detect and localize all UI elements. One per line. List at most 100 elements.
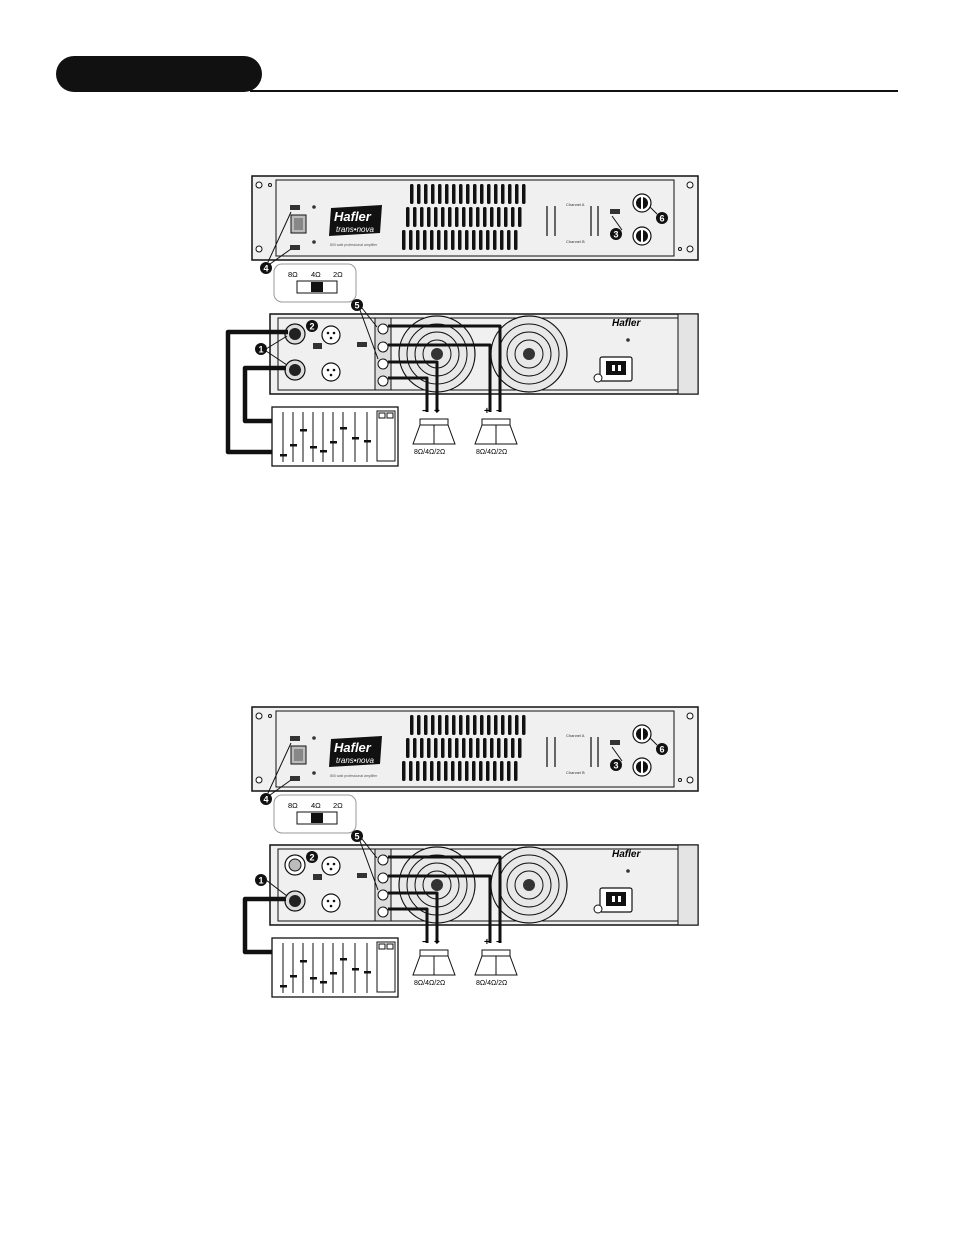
- vent-slot: [508, 715, 512, 735]
- callout-3: 3: [610, 759, 622, 771]
- rear-brand: Hafler: [612, 318, 641, 329]
- channel-b-label: Channel B: [566, 770, 585, 775]
- vent-slot: [455, 207, 459, 227]
- gain-knob-b: [632, 757, 652, 777]
- input-cables: [242, 896, 286, 955]
- xlr-input-a: [284, 323, 306, 345]
- vent-slot: [413, 738, 417, 758]
- vent-slot: [493, 230, 497, 250]
- rear-brand: Hafler: [612, 849, 641, 860]
- vent-slot: [424, 184, 428, 204]
- vent-slot: [416, 761, 420, 781]
- vent-slot: [480, 715, 484, 735]
- vent-slot: [511, 207, 515, 227]
- vent-slot: [430, 230, 434, 250]
- rear-panel: Hafler: [269, 844, 699, 926]
- vent-slot: [410, 715, 414, 735]
- svg-text:4: 4: [263, 795, 268, 805]
- mixing-console: [271, 406, 399, 467]
- vent-slot: [441, 207, 445, 227]
- vent-slot: [434, 738, 438, 758]
- vent-slot: [518, 207, 522, 227]
- rear-panel: Hafler: [269, 313, 699, 395]
- vent-slot: [501, 715, 505, 735]
- vent-slot: [445, 715, 449, 735]
- vent-slot: [469, 207, 473, 227]
- vent-slot: [511, 738, 515, 758]
- ground-screw: [593, 373, 603, 383]
- input-cables: [225, 329, 288, 455]
- svg-text:5: 5: [354, 301, 359, 311]
- led-clip-a: [290, 736, 300, 741]
- impedance-8-ohm: 8Ω: [288, 270, 298, 279]
- speaker-left: 8Ω/4Ω/2Ω: [412, 418, 456, 456]
- vent-slot: [501, 184, 505, 204]
- front-panel: Hafler trans•nova 800 watt professional …: [251, 175, 699, 261]
- vent-slot: [416, 230, 420, 250]
- vent-slot: [522, 715, 526, 735]
- vent-slot: [514, 230, 518, 250]
- ground-screw: [593, 904, 603, 914]
- wiring-figure-1: Hafler trans•nova 800 watt professional …: [215, 170, 715, 470]
- cooling-fan-right: [490, 846, 568, 924]
- rack-ear-holes: [255, 181, 694, 253]
- vent-slot: [458, 230, 462, 250]
- speaker-right: 8Ω/4Ω/2Ω: [474, 418, 518, 456]
- svg-text:3: 3: [613, 230, 618, 240]
- polarity-right-minus: −: [496, 937, 502, 948]
- vent-slot: [448, 207, 452, 227]
- svg-text:1: 1: [258, 876, 263, 886]
- vent-slot: [507, 230, 511, 250]
- cooling-vents: [402, 184, 526, 250]
- vent-slot: [430, 761, 434, 781]
- xlr-output-b: [321, 362, 341, 382]
- iec-power-inlet: [599, 356, 633, 382]
- vent-slot: [479, 761, 483, 781]
- vent-slot: [423, 230, 427, 250]
- vent-slot: [452, 184, 456, 204]
- rack-ear-holes: [255, 712, 694, 784]
- callout-1: 1: [255, 343, 267, 355]
- vent-slot: [514, 761, 518, 781]
- input-mode-switch: [313, 343, 322, 349]
- front-panel: Hafler trans•nova 800 watt professional …: [251, 706, 699, 792]
- vent-slot: [466, 184, 470, 204]
- impedance-switch-callout: 8Ω 4Ω 2Ω: [273, 263, 357, 303]
- vent-slot: [451, 761, 455, 781]
- vent-slot: [420, 207, 424, 227]
- brand-logo: Hafler trans•nova: [329, 736, 382, 767]
- vent-slot: [483, 738, 487, 758]
- polarity-right-plus: +: [484, 937, 490, 948]
- vent-slot: [466, 715, 470, 735]
- svg-text:5: 5: [354, 832, 359, 842]
- polarity-left-plus: +: [434, 406, 440, 417]
- channel-a-label: Channel A: [566, 733, 585, 738]
- callout-5: 5: [351, 299, 363, 311]
- xlr-output-b: [321, 893, 341, 913]
- vent-slot: [507, 761, 511, 781]
- callout-4: 4: [260, 793, 272, 805]
- impedance-switch-callout: 8Ω 4Ω 2Ω: [273, 794, 357, 834]
- front-brand: Hafler: [334, 209, 372, 224]
- callout-2: 2: [306, 851, 318, 863]
- vent-slot: [500, 761, 504, 781]
- vent-slot: [431, 184, 435, 204]
- vent-slot: [494, 715, 498, 735]
- cooling-fan-right: [490, 315, 568, 393]
- vent-slot: [500, 230, 504, 250]
- speaker-terminals: [374, 848, 392, 922]
- vent-slot: [487, 715, 491, 735]
- vent-slot: [402, 230, 406, 250]
- mode-switch: [610, 209, 620, 214]
- impedance-2-ohm: 2Ω: [333, 801, 343, 810]
- polarity-left-minus: −: [422, 406, 428, 417]
- vent-slot: [493, 761, 497, 781]
- vent-slot: [476, 207, 480, 227]
- vent-slot: [424, 715, 428, 735]
- vent-slot: [522, 184, 526, 204]
- vent-slot: [451, 230, 455, 250]
- xlr-output-a: [321, 856, 341, 876]
- input-mode-switch: [313, 874, 322, 880]
- svg-text:2: 2: [309, 322, 314, 332]
- impedance-8-ohm: 8Ω: [288, 801, 298, 810]
